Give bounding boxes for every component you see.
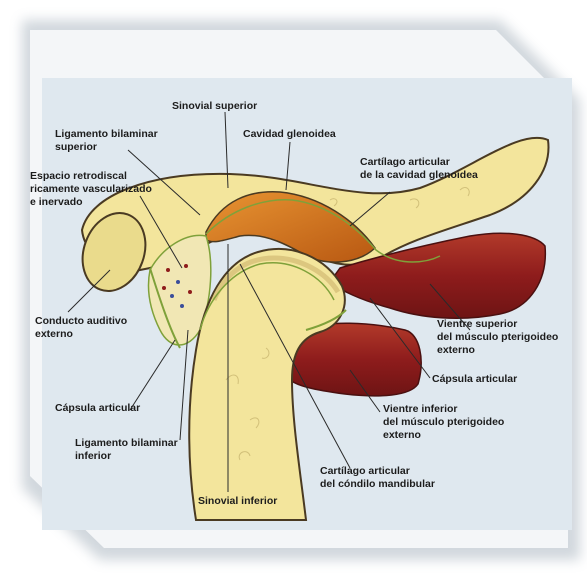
label-vientre-inferior: Vientre inferior del músculo pterigoideo…: [383, 403, 504, 442]
label-cavidad-glenoidea: Cavidad glenoidea: [243, 128, 336, 141]
label-cartilago-cavidad: Cartílago articular de la cavidad glenoi…: [360, 156, 478, 182]
label-espacio-retrodiscal: Espacio retrodiscal ricamente vasculariz…: [30, 170, 152, 209]
label-cartilago-condilo: Cartílago articular del cóndilo mandibul…: [320, 465, 435, 491]
label-capsula-articular-left: Cápsula articular: [55, 402, 140, 415]
label-capsula-articular-right: Cápsula articular: [432, 373, 517, 386]
label-sinovial-inferior: Sinovial inferior: [198, 495, 277, 508]
label-conducto-auditivo: Conducto auditivo externo: [35, 315, 127, 341]
label-ligamento-bilaminar-inferior: Ligamento bilaminar inferior: [75, 437, 178, 463]
label-sinovial-superior: Sinovial superior: [172, 100, 257, 113]
label-vientre-superior: Vientre superior del músculo pterigoideo…: [437, 318, 558, 357]
label-ligamento-bilaminar-superior: Ligamento bilaminar superior: [55, 128, 158, 154]
